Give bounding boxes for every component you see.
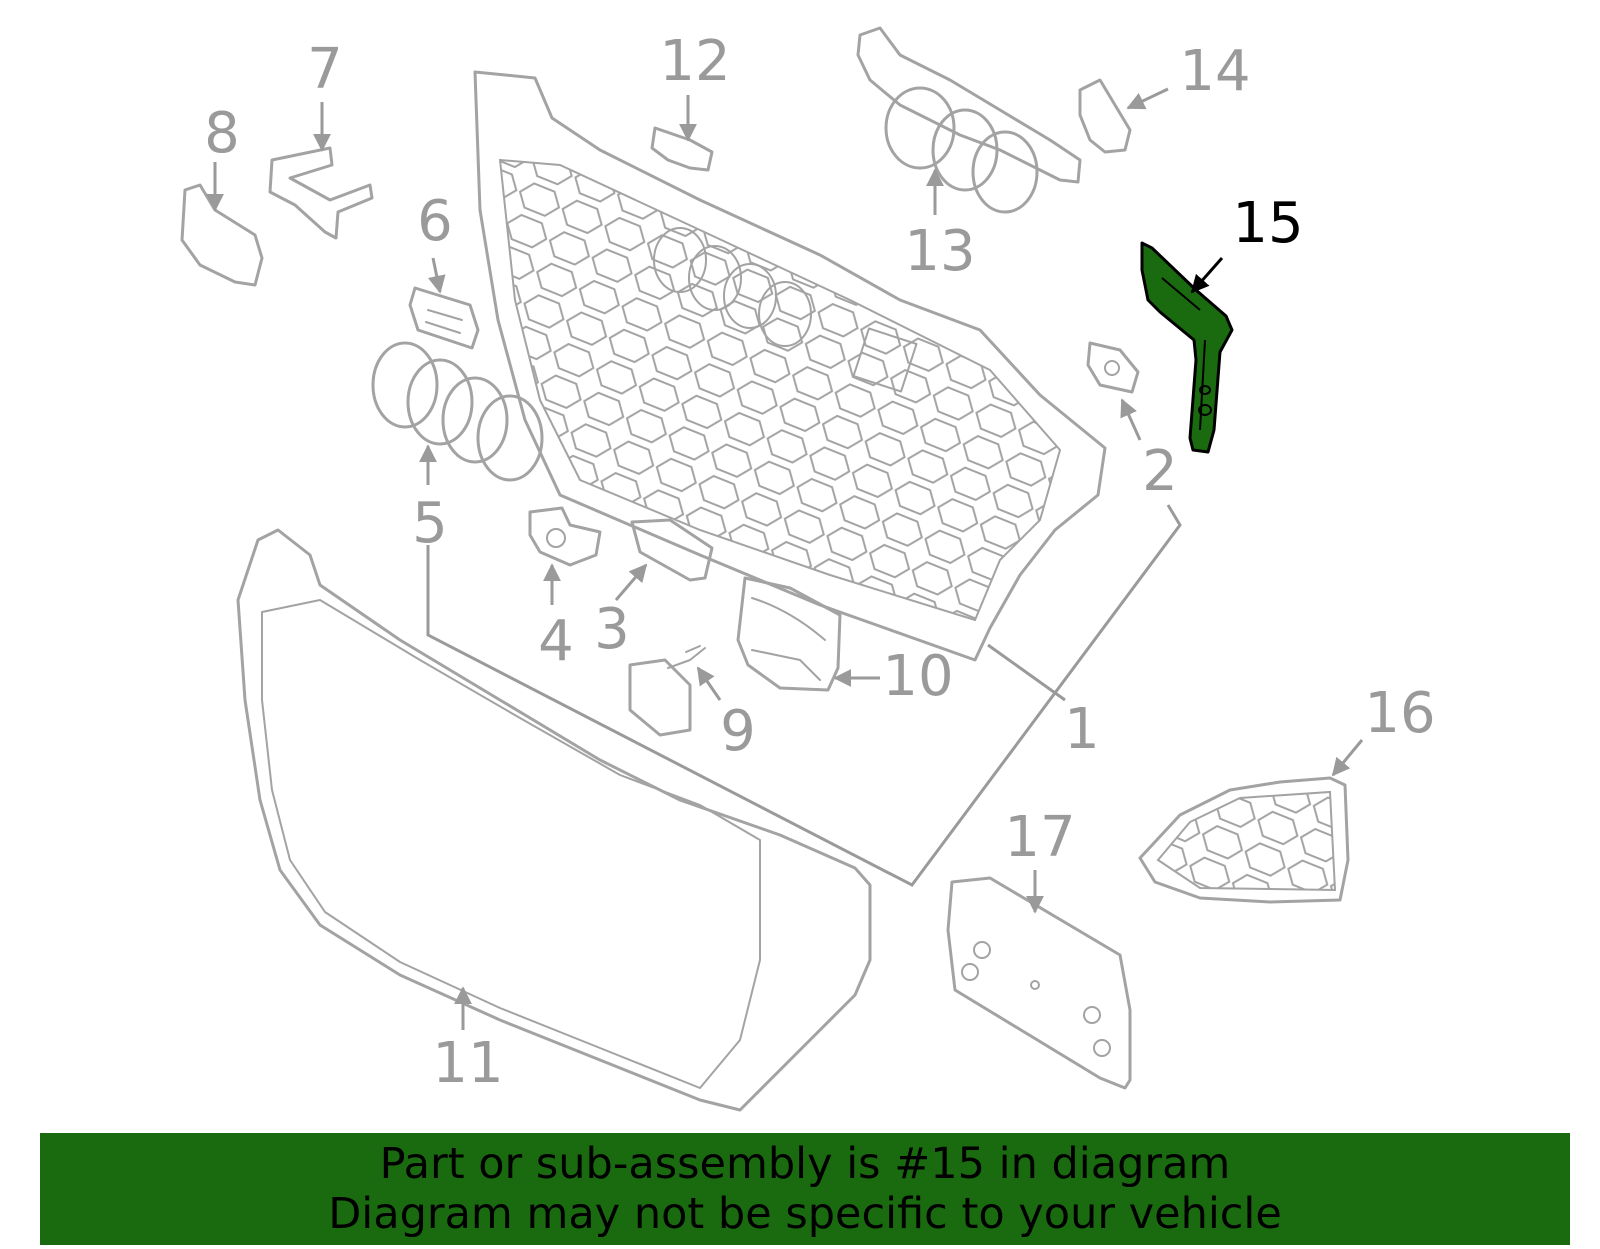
part-15-bracket-highlighted[interactable] <box>1140 241 1234 454</box>
callout-labels: 1 2 3 4 5 6 7 8 9 10 11 12 13 14 15 16 1… <box>204 29 1435 1096</box>
part-14-clip[interactable] <box>1078 78 1132 154</box>
part-11-frame[interactable] <box>236 528 872 1112</box>
part-9-camera[interactable] <box>628 645 706 737</box>
part-1-grille[interactable] <box>473 70 1107 662</box>
leader-lines <box>206 87 1364 1030</box>
callout-15: 15 <box>1232 191 1303 256</box>
callout-4: 4 <box>538 609 574 674</box>
callout-14: 14 <box>1179 39 1250 104</box>
callout-3: 3 <box>594 597 630 662</box>
callout-6: 6 <box>417 189 453 254</box>
callout-5: 5 <box>412 491 448 556</box>
part-6-badge[interactable] <box>408 286 480 350</box>
callout-9: 9 <box>720 699 756 764</box>
callout-11: 11 <box>432 1031 503 1096</box>
part-16-side-grille[interactable] <box>1138 776 1350 904</box>
callout-16: 16 <box>1364 681 1435 746</box>
part-7-bracket[interactable] <box>268 146 374 240</box>
callout-8: 8 <box>204 101 240 166</box>
part-4-bracket[interactable] <box>528 506 602 567</box>
callout-17: 17 <box>1004 805 1075 870</box>
callout-7: 7 <box>307 37 343 102</box>
part-5-emblem[interactable] <box>371 341 544 482</box>
callout-2: 2 <box>1142 439 1178 504</box>
part-8-housing[interactable] <box>180 183 264 287</box>
callout-10: 10 <box>882 644 953 709</box>
banner-line-1: Part or sub-assembly is #15 in diagram <box>379 1139 1231 1189</box>
part-13-sensor-bracket[interactable] <box>856 26 1082 214</box>
part-17-plate-bracket[interactable] <box>946 876 1132 1090</box>
banner-line-2: Diagram may not be specific to your vehi… <box>328 1189 1282 1239</box>
info-banner: Part or sub-assembly is #15 in diagram D… <box>40 1133 1570 1245</box>
part-10-radar-bracket[interactable] <box>736 576 842 692</box>
callout-13: 13 <box>904 219 975 284</box>
callout-12: 12 <box>659 29 730 94</box>
part-2-clip[interactable] <box>1086 341 1140 394</box>
callout-1: 1 <box>1064 697 1100 762</box>
part-12-clip[interactable] <box>650 126 714 172</box>
part-3-cover[interactable] <box>630 518 714 582</box>
